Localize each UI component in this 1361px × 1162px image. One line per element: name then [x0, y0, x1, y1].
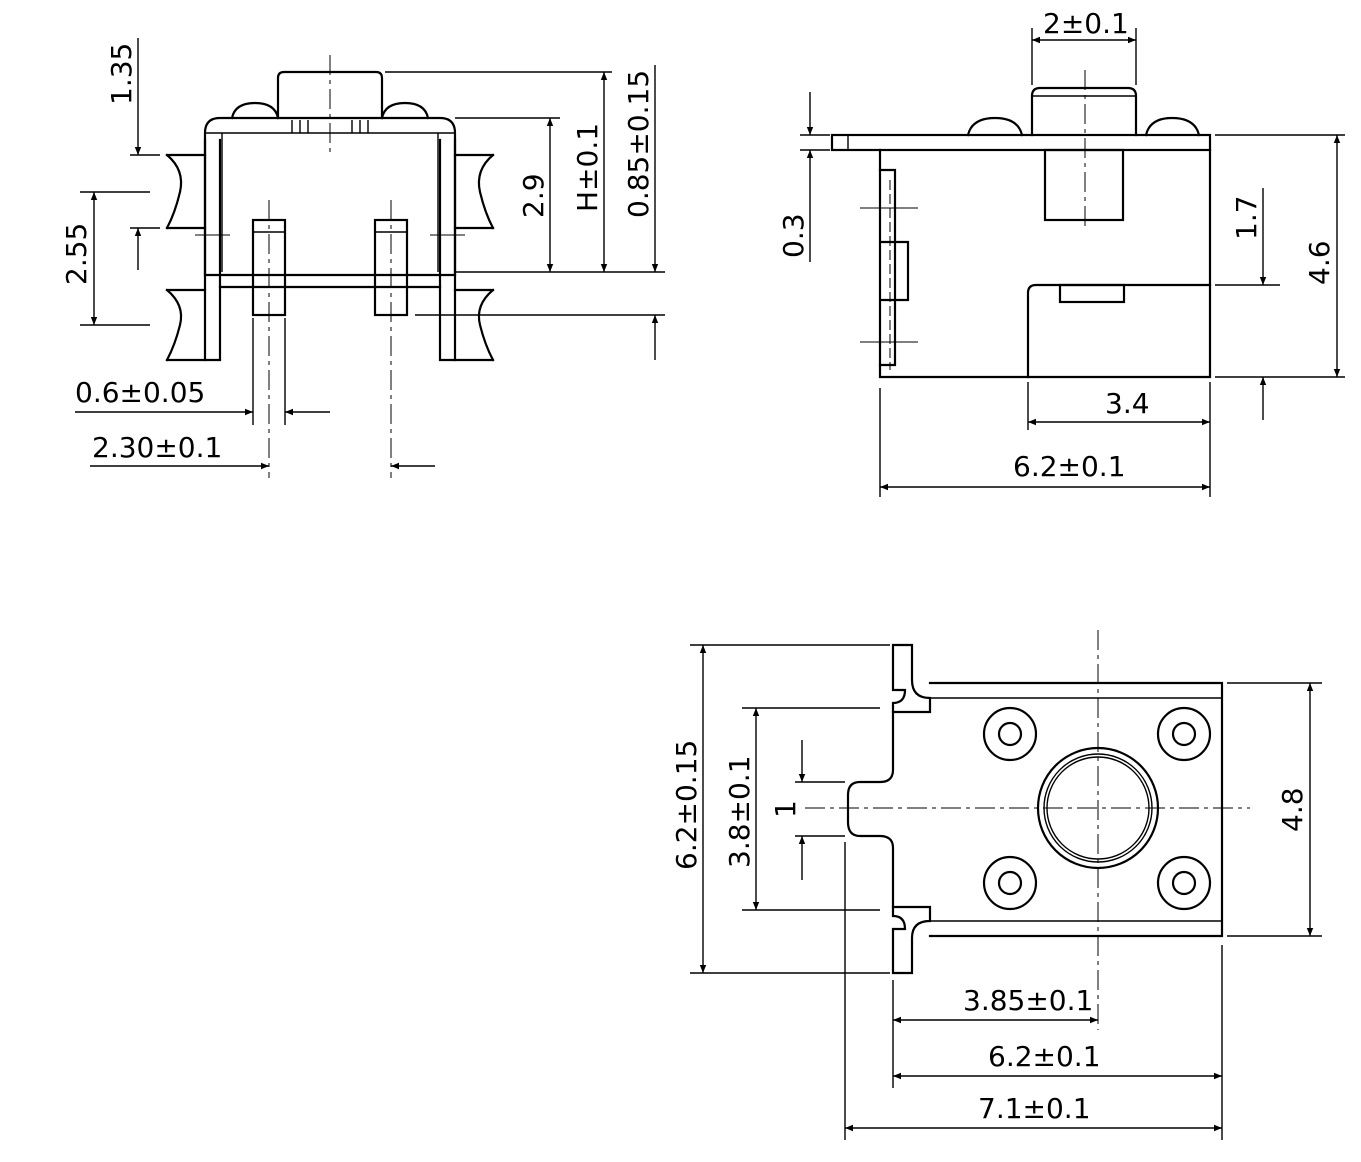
dim-7-1: 7.1±0.1 — [978, 1092, 1091, 1125]
side-view-body — [830, 86, 1212, 379]
top-view: 6.2±0.15 3.8±0.1 1 4.8 3.85±0.1 6.2±0.1 … — [670, 630, 1322, 1140]
front-view-dimensions: 1.35 2.55 2.9 H±0.1 0.85±0.15 0.6±0.05 2… — [60, 38, 659, 470]
dim-6-2-top: 6.2±0.1 — [988, 1040, 1101, 1073]
dim-2: 2±0.1 — [1043, 7, 1129, 40]
dim-1-35: 1.35 — [105, 43, 138, 105]
dim-0-3: 0.3 — [777, 213, 810, 258]
dim-3-8: 3.8±0.1 — [723, 755, 756, 868]
dim-6-2-side: 6.2±0.1 — [1013, 450, 1126, 483]
dim-2-30: 2.30±0.1 — [92, 431, 222, 464]
top-view-dimensions: 6.2±0.15 3.8±0.1 1 4.8 3.85±0.1 6.2±0.1 … — [670, 645, 1314, 1132]
dim-h: H±0.1 — [571, 123, 604, 212]
dim-2-55: 2.55 — [60, 223, 93, 285]
dim-6-2-vertical: 6.2±0.15 — [670, 740, 703, 870]
dim-0-85: 0.85±0.15 — [622, 70, 655, 218]
dim-1-7: 1.7 — [1230, 195, 1263, 240]
top-view-body — [846, 643, 1224, 975]
side-view-dimensions: 2±0.1 0.3 1.7 4.6 3.4 6.2±0.1 — [777, 7, 1341, 491]
dim-3-85: 3.85±0.1 — [963, 984, 1093, 1017]
dim-3-4: 3.4 — [1105, 387, 1150, 420]
dim-2-9: 2.9 — [517, 173, 550, 218]
dim-4-6: 4.6 — [1303, 240, 1336, 285]
dim-1: 1 — [769, 800, 802, 818]
dim-4-8: 4.8 — [1276, 787, 1309, 832]
front-view: 1.35 2.55 2.9 H±0.1 0.85±0.15 0.6±0.05 2… — [60, 38, 665, 478]
dim-0-6: 0.6±0.05 — [75, 376, 205, 409]
side-view: 2±0.1 0.3 1.7 4.6 3.4 6.2±0.1 — [777, 7, 1345, 497]
